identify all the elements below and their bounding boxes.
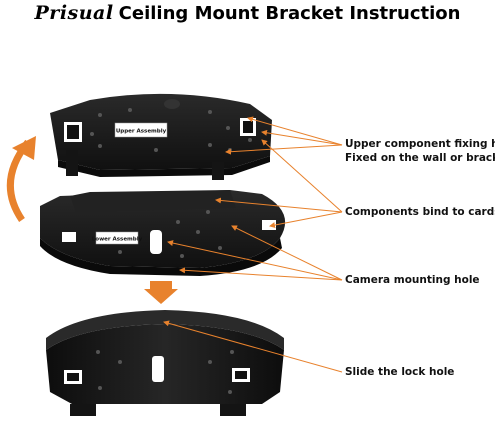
callout-upper-fixing-line2: Fixed on the wall or bracket [345,152,495,164]
brand-name: Prisual [34,2,114,24]
down-arrow [144,281,178,304]
callout-camera-mounting: Camera mounting hole [345,274,480,286]
upper-assembly-label: Upper Assembly [116,129,167,135]
rotate-arrow-head [12,136,36,160]
callout-bind-cards: Components bind to cards [345,206,495,218]
callout-slide-lock: Slide the lock hole [345,366,455,378]
base-plate [46,310,284,416]
title-text: Ceiling Mount Bracket Instruction [118,3,461,24]
lower-assembly: Lower Assembly [40,190,286,276]
page-title: Prisual Ceiling Mount Bracket Instructio… [0,2,495,24]
lower-assembly-label: Lower Assembly [92,237,143,243]
upper-assembly: Upper Assembly [50,93,272,180]
callout-upper-fixing-line1: Upper component fixing hole [345,138,495,150]
leader-lines [163,116,343,373]
